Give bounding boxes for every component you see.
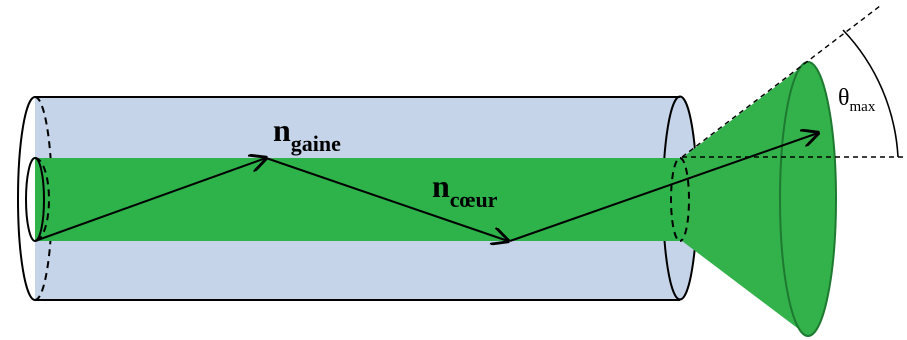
label-n-gaine: ngaine [273, 112, 341, 156]
cone-end-ellipse [779, 61, 837, 337]
ray-segment-2 [265, 157, 508, 241]
cone-edge-line-dashed [681, 5, 881, 158]
core-body [35, 158, 680, 241]
cone-right-face-dashed [679, 157, 690, 242]
label-n-coeur: ncœur [432, 168, 498, 212]
ray-segment-1 [34, 158, 266, 242]
core-left-face-dashed [34, 157, 50, 242]
light-ray [34, 133, 818, 242]
core [25, 157, 690, 242]
cone-body [682, 62, 808, 336]
cladding-left-end-dashed [34, 96, 53, 301]
acceptance-cone [679, 61, 837, 337]
label-theta-max: θmax [838, 85, 876, 115]
angle-construction [681, 5, 905, 158]
angle-arc [842, 29, 899, 158]
ray-segment-3 [509, 133, 818, 242]
cladding-left-end-solid [17, 96, 36, 301]
